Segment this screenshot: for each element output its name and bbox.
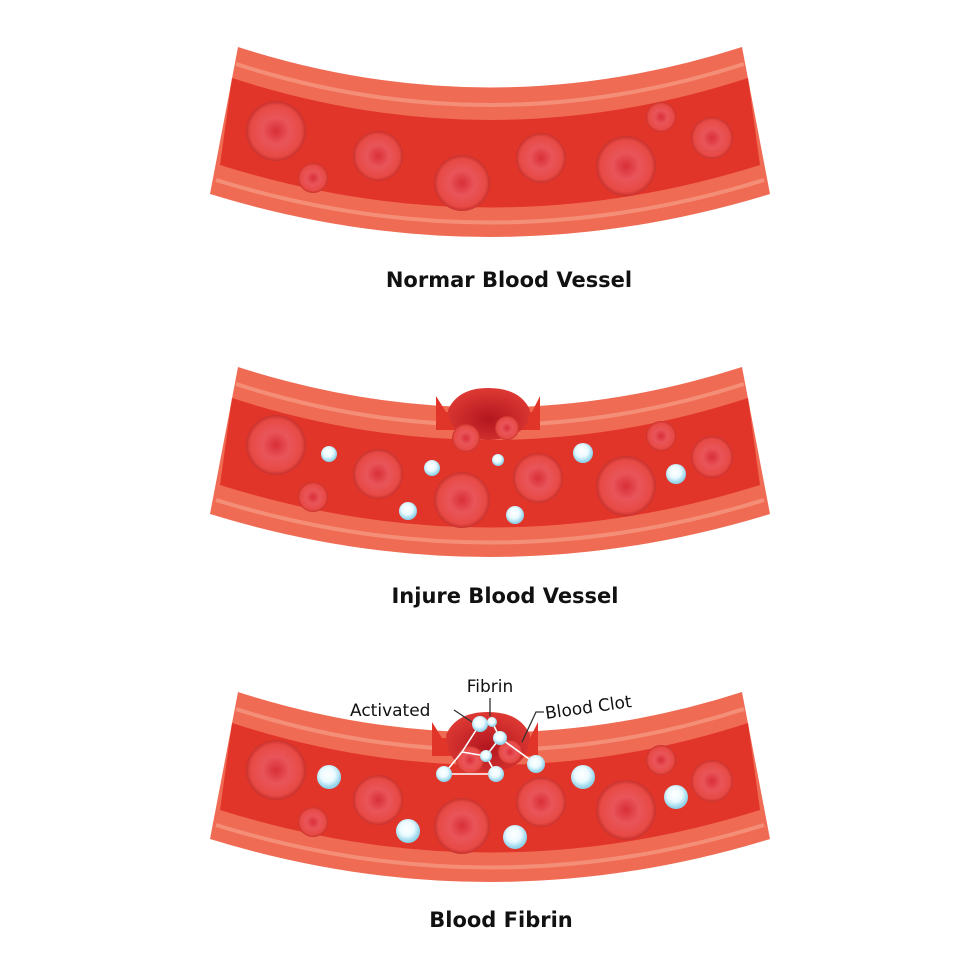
platelet [436, 766, 452, 782]
red-blood-cell [452, 424, 480, 452]
platelets-injured [321, 443, 686, 524]
platelet [480, 750, 492, 762]
panel-title-normal: Normar Blood Vessel [386, 268, 632, 292]
red-blood-cell [434, 798, 490, 854]
platelet [396, 819, 420, 843]
red-blood-cell [646, 102, 676, 132]
label-blood-clot: Blood Clot [544, 692, 633, 724]
annotation-leaders [453, 698, 544, 743]
panel-fibrin-vessel: Activated Fibrin Blood Clot Blood Fibrin [210, 677, 770, 932]
wall-highlight-top [235, 62, 745, 107]
red-blood-cell [516, 777, 566, 827]
platelet [664, 785, 688, 809]
red-blood-cell [353, 775, 403, 825]
red-blood-cell [456, 746, 484, 774]
platelet [506, 506, 524, 524]
red-blood-cell [246, 740, 306, 800]
red-cells-injured [246, 415, 733, 528]
red-blood-cell [298, 807, 328, 837]
red-blood-cell [298, 482, 328, 512]
platelet [472, 716, 488, 732]
red-cells-fibrin [246, 740, 733, 854]
platelet [573, 443, 593, 463]
platelet [492, 454, 504, 466]
red-blood-cell [434, 155, 490, 211]
red-cells-normal [246, 101, 733, 211]
red-blood-cell [596, 456, 656, 516]
platelets-fibrin [317, 716, 688, 849]
platelet [487, 717, 497, 727]
leader-blood-clot [521, 711, 544, 743]
panel-normal-vessel: Normar Blood Vessel [210, 47, 770, 292]
red-blood-cell [353, 131, 403, 181]
red-blood-cell [596, 136, 656, 196]
red-blood-cell [513, 453, 563, 503]
wall-highlight-bottom [215, 178, 765, 225]
red-blood-cell [691, 436, 733, 478]
red-blood-cell [516, 133, 566, 183]
panel-title-injured: Injure Blood Vessel [391, 584, 618, 608]
red-blood-cell [246, 101, 306, 161]
wall-highlight-bottom [215, 823, 765, 870]
red-blood-cell [298, 163, 328, 193]
red-blood-cell [596, 780, 656, 840]
red-blood-cell [691, 117, 733, 159]
panel-injured-vessel: Injure Blood Vessel [210, 367, 770, 608]
platelet [399, 502, 417, 520]
red-blood-cell [353, 449, 403, 499]
platelet [488, 766, 504, 782]
label-activated: Activated [350, 701, 430, 721]
platelet [321, 446, 337, 462]
platelet [571, 765, 595, 789]
platelet [666, 464, 686, 484]
platelet [493, 731, 507, 745]
red-blood-cell [434, 472, 490, 528]
label-fibrin: Fibrin [467, 677, 514, 697]
panel-title-fibrin: Blood Fibrin [429, 908, 572, 932]
red-blood-cell [246, 415, 306, 475]
platelet [527, 755, 545, 773]
platelet [317, 765, 341, 789]
leader-activated [453, 709, 473, 723]
platelet [503, 825, 527, 849]
platelet [424, 460, 440, 476]
red-blood-cell [495, 416, 519, 440]
red-blood-cell [498, 740, 522, 764]
red-blood-cell [691, 760, 733, 802]
red-blood-cell [646, 745, 676, 775]
wall-highlight-bottom [215, 498, 765, 545]
red-blood-cell [646, 421, 676, 451]
